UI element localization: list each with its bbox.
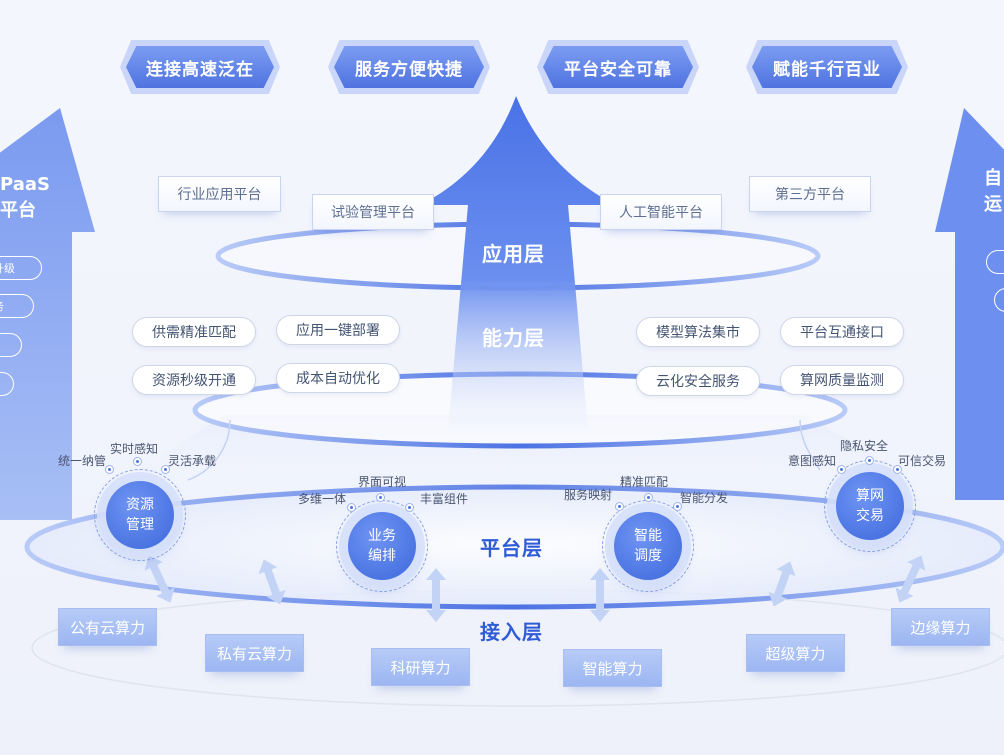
node-tag: 意图感知 bbox=[788, 454, 837, 468]
node-dot bbox=[377, 494, 384, 501]
node-dot bbox=[616, 503, 623, 510]
node-tag: 界面可视 bbox=[358, 475, 407, 489]
app-platform-card-2: 试验管理平台 bbox=[312, 194, 434, 230]
node-dot bbox=[838, 466, 845, 473]
right-side-arrow bbox=[935, 108, 1004, 500]
capability-pill: 应用一键部署 bbox=[276, 315, 400, 345]
node-business-orchestration: 业务 编排 bbox=[348, 512, 416, 580]
node-network-trading: 算网 交易 bbox=[836, 472, 904, 540]
right-side-title: 自 运 bbox=[984, 166, 1002, 218]
node-label: 算网 bbox=[856, 488, 884, 504]
right-side-pill bbox=[986, 250, 1004, 274]
node-tag: 统一纳管 bbox=[58, 454, 107, 468]
layer-label-capability: 能力层 bbox=[482, 326, 545, 350]
app-platform-card-1: 行业应用平台 bbox=[158, 176, 281, 212]
compute-block: 私有云算力 bbox=[205, 634, 304, 672]
feature-hex-1: 连接高速泛在 bbox=[120, 40, 280, 94]
node-dot bbox=[866, 457, 873, 464]
node-tag: 实时感知 bbox=[110, 442, 159, 456]
compute-block: 超级算力 bbox=[746, 634, 845, 672]
left-side-line: 平台 bbox=[0, 200, 36, 221]
node-resource-management: 资源 管理 bbox=[106, 481, 174, 549]
node-label: 编排 bbox=[368, 548, 396, 564]
capability-pill: 模型算法集市 bbox=[636, 317, 760, 347]
node-tag: 服务映射 bbox=[564, 488, 613, 502]
compute-block: 科研算力 bbox=[371, 648, 470, 686]
compute-block: 智能算力 bbox=[563, 649, 662, 687]
node-tag: 精准匹配 bbox=[620, 475, 669, 489]
feature-hex-4: 赋能千行百业 bbox=[746, 40, 908, 94]
capability-pill: 平台互通接口 bbox=[780, 317, 904, 347]
node-label: 业务 bbox=[368, 528, 396, 544]
updown-arrows bbox=[144, 555, 926, 622]
node-tag: 多维一体 bbox=[298, 492, 347, 506]
right-side-line: 运 bbox=[984, 194, 1002, 215]
app-platform-card-4: 第三方平台 bbox=[749, 176, 871, 212]
feature-hex-2: 服务方便快捷 bbox=[328, 40, 490, 94]
node-tag: 丰富组件 bbox=[420, 492, 469, 506]
left-side-arrow bbox=[0, 108, 95, 520]
node-dot bbox=[674, 503, 681, 510]
left-side-pill: 升级 bbox=[0, 256, 42, 280]
node-tag: 隐私安全 bbox=[840, 439, 889, 453]
node-label: 资源 bbox=[126, 497, 154, 513]
feature-label: 连接高速泛在 bbox=[126, 46, 274, 88]
node-dot bbox=[134, 458, 141, 465]
node-dot bbox=[348, 504, 355, 511]
left-side-pill: 务 bbox=[0, 294, 34, 318]
capability-pill: 资源秒级开通 bbox=[132, 365, 256, 395]
feature-label: 服务方便快捷 bbox=[334, 46, 484, 88]
node-dot bbox=[106, 466, 113, 473]
node-intelligent-scheduling: 智能 调度 bbox=[614, 512, 682, 580]
layer-label-access: 接入层 bbox=[480, 620, 543, 644]
app-platform-card-3: 人工智能平台 bbox=[600, 194, 722, 230]
capability-pill: 成本自动优化 bbox=[276, 363, 400, 393]
node-label: 智能 bbox=[634, 528, 662, 544]
node-tag: 可信交易 bbox=[898, 454, 947, 468]
capability-pill: 供需精准匹配 bbox=[132, 317, 256, 347]
compute-block: 公有云算力 bbox=[58, 608, 157, 646]
node-tag: 灵活承载 bbox=[168, 454, 217, 468]
left-side-line: PaaS bbox=[0, 174, 50, 195]
node-dot bbox=[894, 466, 901, 473]
node-dot bbox=[645, 494, 652, 501]
node-label: 管理 bbox=[126, 517, 154, 533]
node-label: 交易 bbox=[856, 508, 884, 524]
feature-label: 赋能千行百业 bbox=[752, 46, 902, 88]
left-side-pill bbox=[0, 333, 22, 357]
right-side-line: 自 bbox=[984, 168, 1002, 189]
layer-label-platform: 平台层 bbox=[480, 536, 543, 560]
feature-hex-3: 平台安全可靠 bbox=[537, 40, 699, 94]
node-ring bbox=[94, 469, 186, 561]
feature-label: 平台安全可靠 bbox=[543, 46, 693, 88]
left-side-title: PaaS 平台 bbox=[0, 172, 50, 224]
capability-pill: 云化安全服务 bbox=[636, 366, 760, 396]
node-dot bbox=[406, 504, 413, 511]
central-arrow bbox=[420, 96, 616, 430]
node-tag: 智能分发 bbox=[680, 491, 729, 505]
node-label: 调度 bbox=[634, 548, 662, 564]
compute-block: 边缘算力 bbox=[891, 608, 990, 646]
capability-pill: 算网质量监测 bbox=[780, 365, 904, 395]
node-dot bbox=[162, 466, 169, 473]
layer-label-application: 应用层 bbox=[482, 242, 545, 266]
